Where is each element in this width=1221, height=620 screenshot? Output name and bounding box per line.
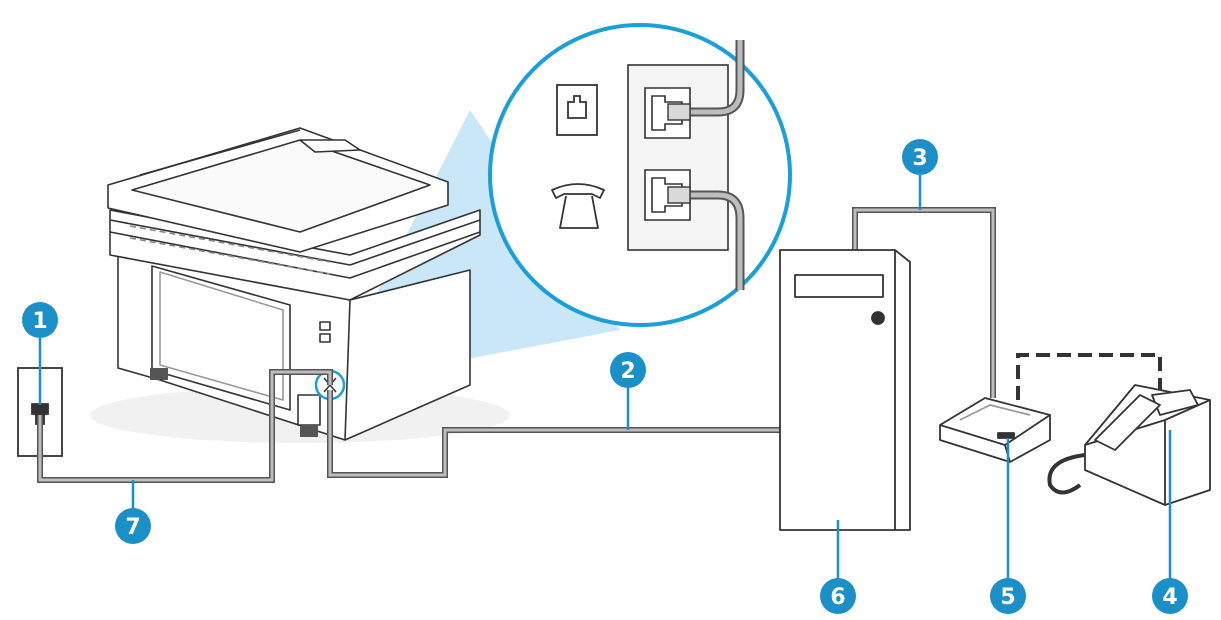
line-port-icon: [556, 84, 598, 136]
phone-port-icon: [551, 183, 605, 229]
callout-7: 7: [115, 508, 151, 544]
cable-3: [852, 207, 996, 398]
magnifier-cables: [667, 40, 745, 290]
printer-icon: [90, 127, 510, 443]
svg-text:1: 1: [32, 309, 47, 334]
cable-7: [37, 369, 333, 483]
port-magnifier: [488, 23, 792, 327]
computer-tower-icon: [779, 249, 911, 531]
svg-text:6: 6: [830, 585, 845, 610]
port-panel: [627, 64, 729, 251]
callout-5: 5: [990, 578, 1026, 614]
cable-2: [327, 390, 780, 478]
callout-2: 2: [610, 352, 646, 388]
telephone-icon: [1047, 384, 1211, 506]
svg-text:5: 5: [1000, 585, 1015, 610]
svg-text:3: 3: [912, 146, 927, 171]
callout-6: 6: [820, 578, 856, 614]
svg-text:4: 4: [1162, 585, 1177, 610]
callout-1: 1: [22, 302, 58, 338]
svg-text:2: 2: [620, 359, 635, 384]
modem-icon: [939, 397, 1051, 463]
callout-4: 4: [1152, 578, 1188, 614]
cable-dashed: [1016, 353, 1162, 400]
callout-leaders: [38, 175, 1172, 580]
callout-3: 3: [902, 139, 938, 175]
svg-text:7: 7: [125, 515, 140, 540]
